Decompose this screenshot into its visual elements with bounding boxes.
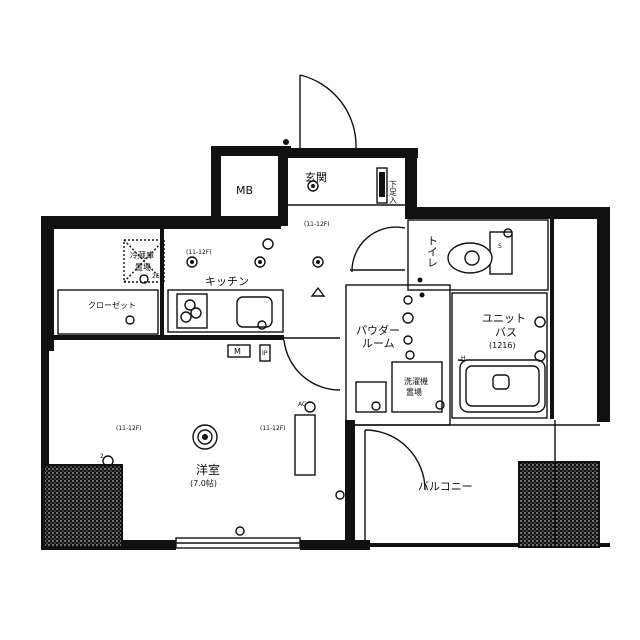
room-fridge-1: 冷蔵庫 — [130, 250, 154, 260]
height-note: (11-12F) — [116, 425, 142, 432]
height-note: (11-12F) — [186, 249, 212, 256]
room-powder-1: パウダー — [356, 323, 400, 337]
height-note: (11-12F) — [260, 425, 286, 432]
drain-label: 2E — [152, 273, 160, 280]
room-western: 洋室 — [196, 462, 220, 477]
symbol-labels: M AC IP S H 2E 2 — [100, 243, 502, 460]
room-kitchen: キッチン — [205, 275, 249, 288]
room-entrance: 玄関 — [305, 170, 327, 184]
room-laundry-1: 洗濯機 — [404, 376, 428, 386]
doors — [283, 74, 493, 545]
room-fridge-2: 置場 — [135, 262, 151, 272]
room-labels: MB 玄関 下足入 冷蔵庫 置場 キッチン トイレ クローゼット パウダー ルー… — [88, 170, 526, 493]
meter-box-label: M — [234, 347, 241, 356]
height-note: (11-12F) — [304, 221, 330, 228]
room-bath-3: (1216) — [489, 341, 516, 350]
height-notes: (11-12F) (11-12F) (11-12F) (11-12F) — [116, 221, 330, 432]
room-balcony: バルコニー — [418, 480, 473, 493]
panel-label: IP — [262, 350, 268, 357]
fixtures — [57, 139, 546, 536]
room-bath-1: ユニット — [482, 312, 526, 325]
room-laundry-2: 置場 — [406, 387, 422, 397]
ac-label: AC — [298, 401, 306, 408]
room-closet: クローゼット — [88, 300, 136, 310]
outer-walls — [41, 146, 610, 550]
windows — [175, 537, 301, 549]
outlet-label: 2 — [100, 453, 104, 460]
room-western-size: (7.0帖) — [190, 478, 217, 488]
room-bath-2: バス — [495, 326, 517, 339]
column-hatch-right — [518, 461, 600, 548]
inner-partitions — [54, 204, 600, 545]
hot-water-label: H — [461, 355, 466, 362]
fridge-space — [123, 239, 165, 283]
column-hatch-left — [43, 464, 123, 548]
room-mb: MB — [236, 184, 253, 197]
room-powder-2: ルーム — [362, 337, 395, 350]
sink-label: S — [498, 243, 502, 250]
room-shoe-box: 下足入 — [389, 180, 398, 204]
room-toilet: トイレ — [426, 235, 439, 268]
